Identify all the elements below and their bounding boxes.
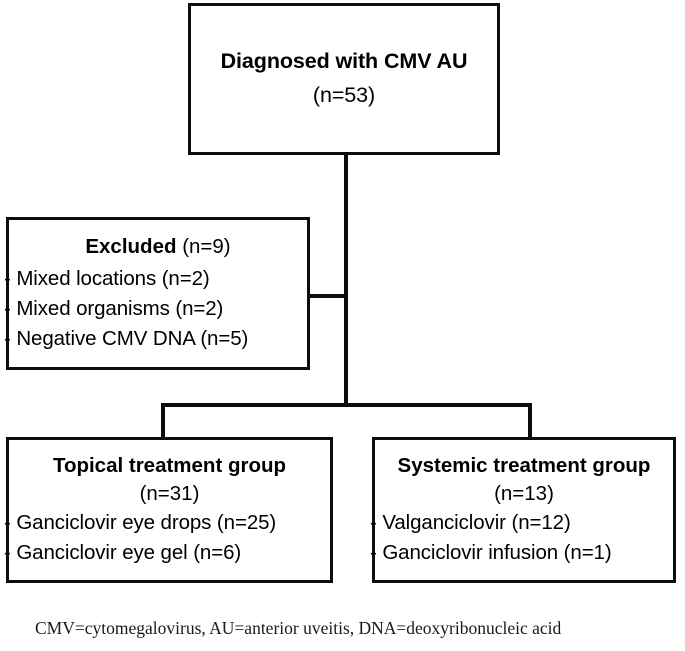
box-diagnosed-with-cmv-au: Diagnosed with CMV AU (n=53) bbox=[188, 3, 500, 155]
connector-vertical-systemic bbox=[528, 403, 532, 439]
topical-item-0: - Ganciclovir eye drops (n=25) bbox=[4, 510, 277, 534]
excluded-item-2: - Negative CMV DNA (n=5) bbox=[4, 327, 249, 351]
topical-count: (n=31) bbox=[139, 481, 200, 505]
box-systemic-treatment-group: Systemic treatment group (n=13) - Valgan… bbox=[370, 437, 676, 583]
connector-horizontal-excluded bbox=[310, 294, 346, 298]
diagnosed-heading: Diagnosed with CMV AU bbox=[220, 49, 468, 74]
excluded-item-0: - Mixed locations (n=2) bbox=[4, 267, 210, 291]
systemic-count: (n=13) bbox=[494, 481, 554, 505]
box-topical-treatment-group: Topical treatment group (n=31) - Gancicl… bbox=[4, 437, 333, 583]
connector-horizontal-split bbox=[161, 403, 532, 407]
excluded-heading-label: Excluded bbox=[85, 235, 177, 259]
connector-vertical-main bbox=[344, 155, 348, 405]
box-excluded: Excluded (n=9) - Mixed locations (n=2) -… bbox=[4, 217, 310, 370]
topical-heading: Topical treatment group bbox=[52, 454, 287, 477]
topical-item-1: - Ganciclovir eye gel (n=6) bbox=[4, 540, 242, 564]
connector-vertical-topical bbox=[161, 403, 165, 439]
abbreviations-footnote: CMV=cytomegalovirus, AU=anterior uveitis… bbox=[35, 618, 562, 638]
excluded-heading-count: (n=9) bbox=[182, 235, 231, 259]
systemic-item-0: - Valganciclovir (n=12) bbox=[370, 510, 571, 534]
excluded-heading-row: Excluded (n=9) bbox=[9, 232, 307, 263]
systemic-heading: Systemic treatment group bbox=[397, 454, 651, 477]
diagnosed-count: (n=53) bbox=[312, 83, 376, 107]
systemic-item-1: - Ganciclovir infusion (n=1) bbox=[370, 540, 612, 564]
excluded-item-1: - Mixed organisms (n=2) bbox=[4, 297, 224, 321]
